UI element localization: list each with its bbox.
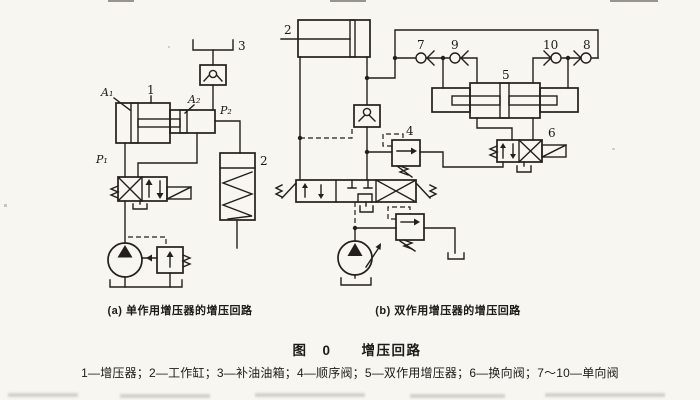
figure-legend: 1—增压器；2—工作缸；3—补油油箱；4—顺序阀；5—双作用增压器；6—换向阀；… [81, 366, 619, 380]
work-cylinder-2b [280, 19, 371, 58]
caption-circuit-a: (a) 单作用增压器的增压回路 [107, 305, 253, 317]
label-tank-3: 3 [238, 39, 246, 53]
pilot-check-valve-icon [300, 104, 381, 139]
label-a1: A₁ [100, 86, 113, 99]
scan-smudge [8, 393, 78, 397]
relief-valve-b [354, 206, 465, 260]
caption-circuit-b: (b) 双作用增压器的增压回路 [375, 305, 521, 317]
tank-symbol-a [109, 279, 183, 288]
label-booster-1: 1 [147, 83, 155, 97]
scan-smudge [255, 393, 365, 397]
check-valve-8-icon [573, 50, 592, 66]
label-check-7: 7 [417, 38, 425, 52]
label-check-9: 9 [451, 38, 459, 52]
pump-a [107, 242, 143, 288]
circuit-a-piping [124, 120, 241, 244]
relief-valve-a [128, 236, 192, 288]
check-valve-9-icon [449, 50, 469, 66]
work-cylinder-2a [219, 152, 256, 249]
sequence-valve-4 [382, 133, 421, 178]
label-p1: P₁ [95, 153, 108, 166]
label-p2: P₂ [219, 104, 232, 117]
scan-smudge [410, 394, 505, 398]
label-cylinder-2a: 2 [260, 154, 268, 168]
label-a2: A₂ [187, 93, 200, 106]
figure-title: 图 0 增压回路 [292, 343, 422, 358]
directional-valve-6 [488, 139, 567, 173]
scan-smudge [545, 393, 665, 397]
oil-replenish-tank-3 [192, 39, 234, 66]
label-check-10: 10 [543, 38, 558, 52]
check-valve-10-icon [543, 50, 562, 66]
label-booster-5: 5 [502, 68, 510, 82]
label-cylinder-2b: 2 [284, 23, 292, 37]
circuit-b-piping [297, 29, 599, 181]
solenoid-icon [541, 144, 567, 158]
main-directional-valve-b [274, 179, 438, 228]
check-valve-7-icon [415, 50, 435, 66]
scan-artifacts [4, 0, 658, 207]
directional-valve-a [109, 176, 192, 210]
pump-b [337, 225, 381, 286]
label-check-8: 8 [583, 38, 591, 52]
solenoid-icon [166, 186, 192, 200]
circuit-a: 1 A₁ A₂ P₁ P₂ 2 3 [95, 39, 268, 288]
label-sequence-4: 4 [406, 124, 414, 138]
circuit-b: 2 7 9 10 8 5 4 6 [274, 19, 599, 286]
booster-5 [431, 82, 579, 119]
check-valve-a-icon [199, 64, 227, 111]
label-valve-6: 6 [548, 126, 556, 140]
scan-smudge [120, 394, 210, 398]
